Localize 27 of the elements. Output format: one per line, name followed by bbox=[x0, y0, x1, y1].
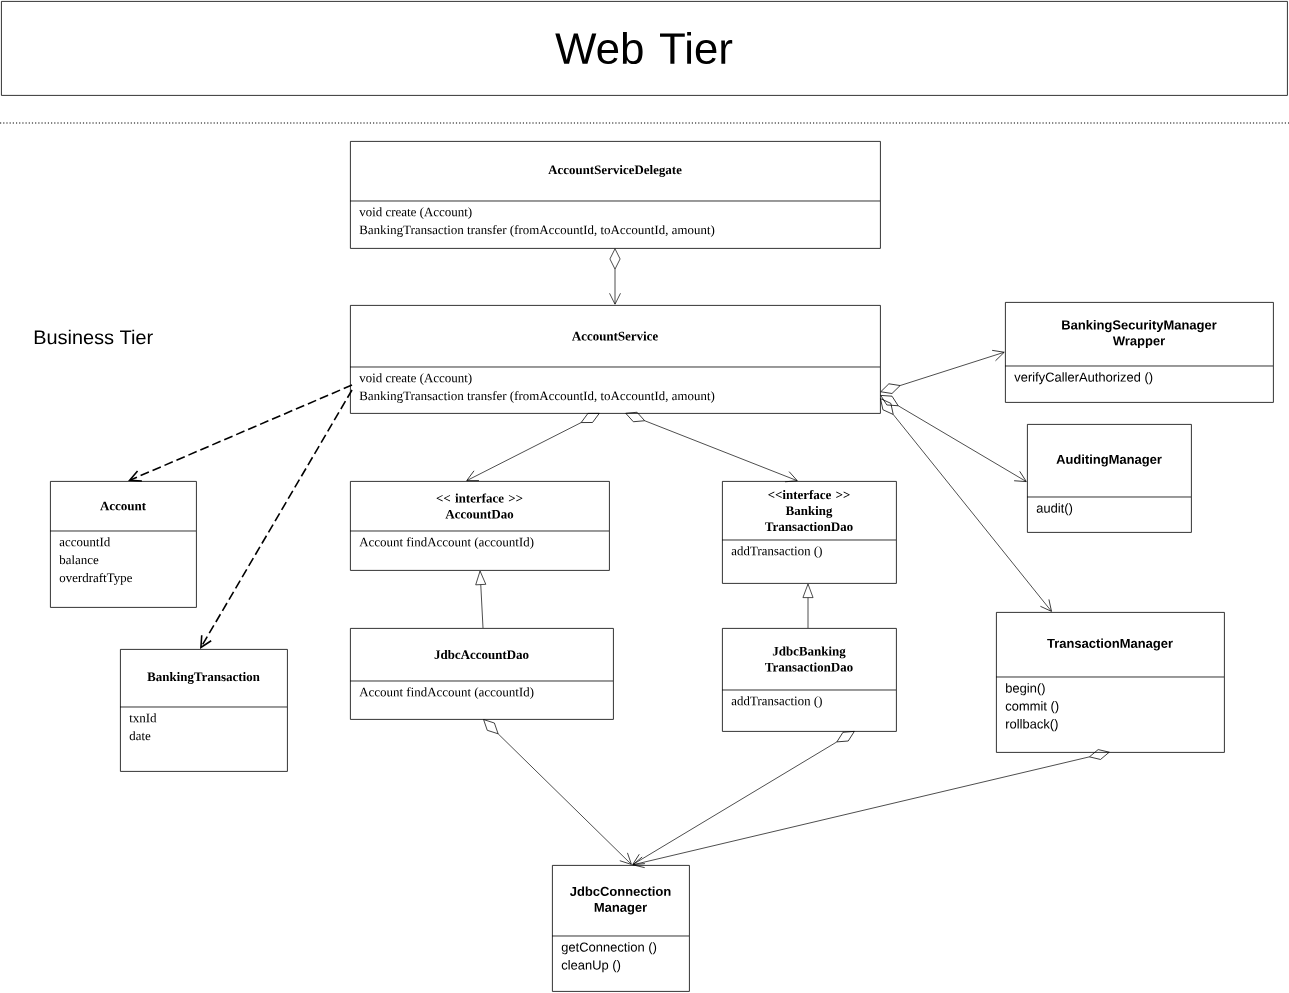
class-box: AuditingManager audit() bbox=[1026, 424, 1192, 533]
association-arrow bbox=[802, 583, 814, 629]
class-box: JdbcConnection Manager getConnection () cleanUp () bbox=[551, 865, 690, 992]
tier-box: Web Tier bbox=[1, 1, 1288, 96]
class-box: <<interface >> Banking TransactionDao addTransaction () bbox=[721, 481, 897, 584]
association-arrow bbox=[475, 570, 487, 629]
class-box: JdbcAccountDao Account findAccount (accountId) bbox=[349, 628, 614, 720]
dependency-arrow bbox=[200, 389, 353, 649]
dependency-arrow bbox=[128, 384, 353, 482]
association-arrow bbox=[483, 719, 632, 865]
association-arrow bbox=[625, 411, 798, 483]
class-box: << interface >> AccountDao Account findAccount (accountId) bbox=[349, 481, 610, 571]
association-arrow bbox=[880, 350, 1005, 394]
association-arrow bbox=[609, 248, 621, 305]
class-box: BankingSecurityManager Wrapper verifyCallerAuthorized () bbox=[1004, 302, 1274, 403]
association-arrow bbox=[466, 413, 600, 481]
association-arrow bbox=[880, 395, 1027, 482]
tier-label: Business Tier bbox=[34, 329, 153, 345]
association-arrow bbox=[632, 749, 1110, 868]
association-arrow bbox=[632, 731, 855, 865]
class-box: Account accountId balance overdraftType bbox=[49, 481, 197, 608]
class-box: JdbcBanking TransactionDao addTransaction () bbox=[721, 628, 897, 732]
association-arrow bbox=[880, 398, 1052, 612]
class-box: AccountServiceDelegate void create (Account) BankingTransaction transfer (fromAccountId, toAccountId, amount) bbox=[349, 141, 881, 249]
class-box: BankingTransaction txnId date bbox=[119, 649, 288, 772]
class-box: AccountService void create (Account) BankingTransaction transfer (fromAccountId, toAccountId, amount) bbox=[349, 305, 881, 414]
class-box: TransactionManager begin() commit () rollback() bbox=[995, 612, 1225, 753]
